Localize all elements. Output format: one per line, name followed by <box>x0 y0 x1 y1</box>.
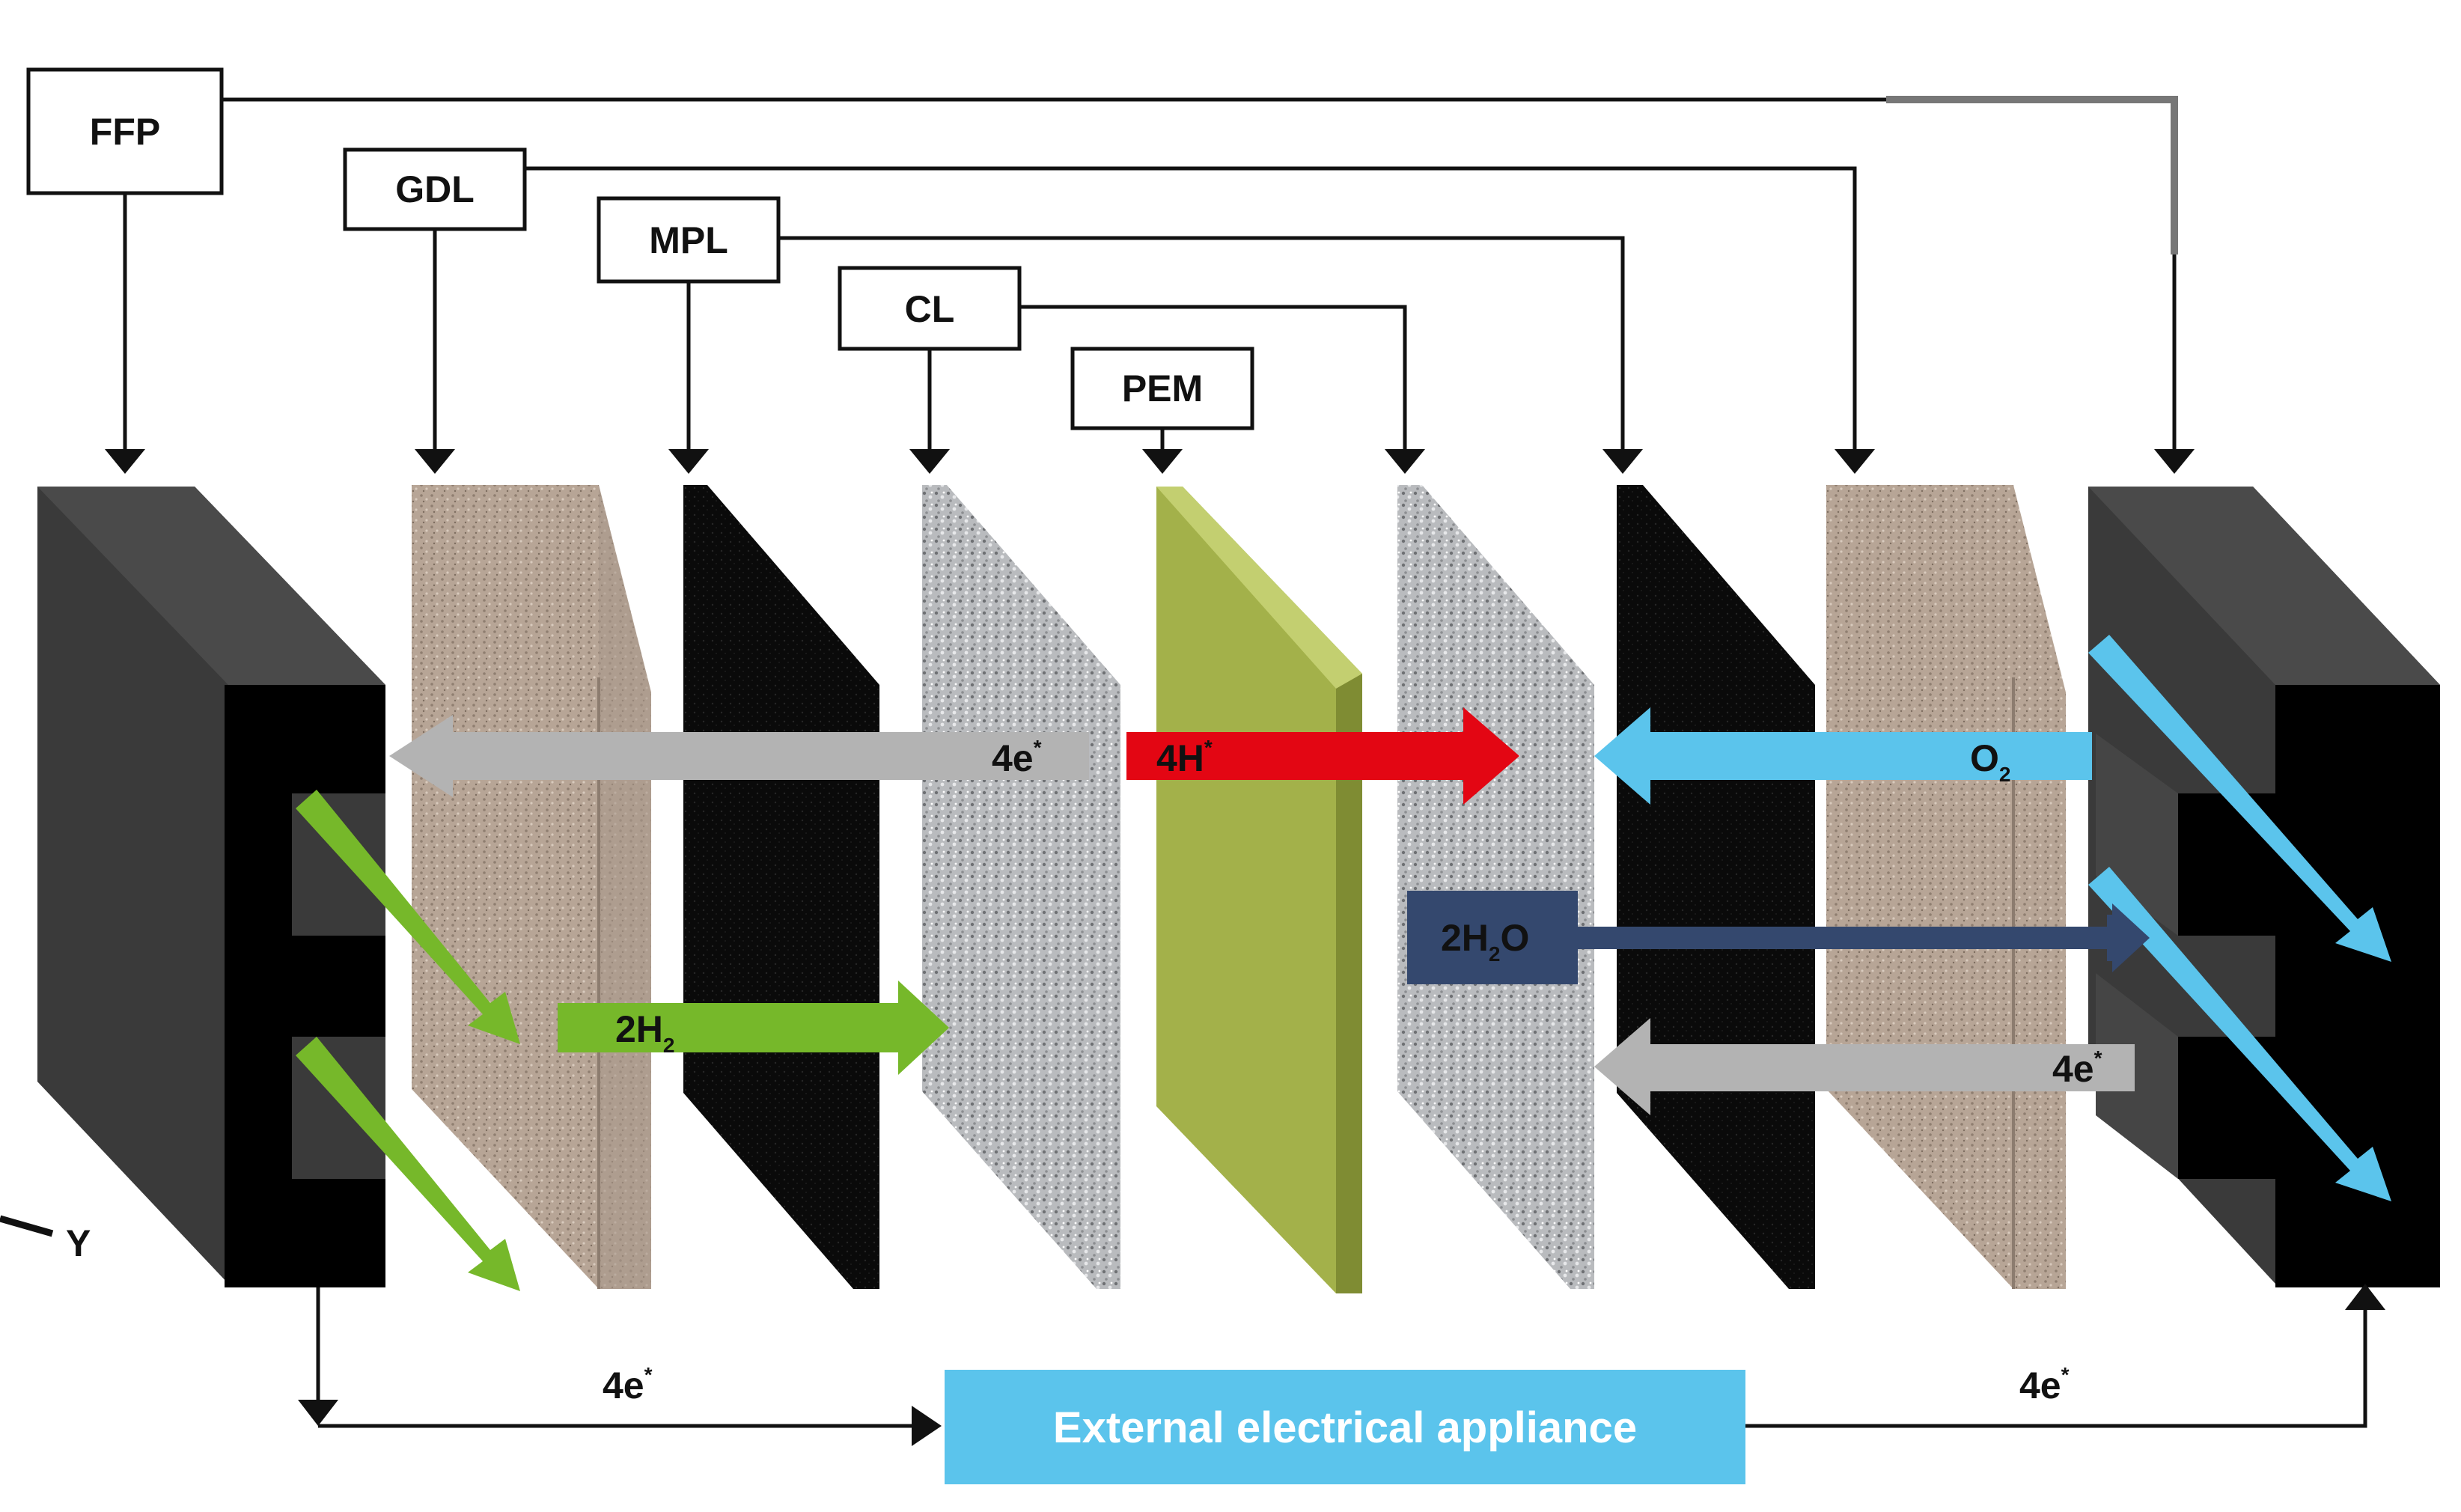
mpl-label: MPL <box>649 219 728 261</box>
anode-gas-diffusion-layer <box>412 485 651 1289</box>
water-label: 2H2O <box>1441 917 1529 966</box>
gdl-label-box: GDL <box>343 147 527 231</box>
electron-cathode-label: 4e* <box>2052 1046 2102 1090</box>
water-arrow: 2H2O <box>1407 891 2150 984</box>
anode-microporous-layer <box>683 485 879 1289</box>
ffp-label-box: FFP <box>26 67 224 195</box>
external-electron-right-label: 4e* <box>2019 1363 2070 1406</box>
cathode-microporous-layer <box>1617 485 1815 1289</box>
arrowhead-gdl-left <box>415 449 455 474</box>
cl-label-box: CL <box>838 266 1022 351</box>
external-arrowhead-out <box>2345 1284 2385 1310</box>
arrowhead-mpl-right <box>1602 449 1643 474</box>
axis-y-label: Y <box>66 1222 91 1264</box>
hydrogen-label: 2H2 <box>615 1008 675 1057</box>
arrowhead-mpl-left <box>668 449 709 474</box>
cl-label: CL <box>905 288 955 330</box>
oxygen-label: O2 <box>1970 737 2010 786</box>
cathode-flow-field-plate <box>2088 487 2440 1287</box>
oxygen-supply-arrows <box>2088 635 2391 1201</box>
arrowhead-gdl-right <box>1835 449 1875 474</box>
pem-label: PEM <box>1122 368 1203 409</box>
external-appliance-label: External electrical appliance <box>1053 1403 1637 1452</box>
cathode-catalyst-layer <box>1397 485 1594 1289</box>
connector-lines <box>123 96 2178 449</box>
arrowhead-ffp-left <box>105 449 145 474</box>
electron-anode-label: 4e* <box>992 736 1042 779</box>
ffp-label: FFP <box>90 111 160 153</box>
electron-arrow-anode: 4e* <box>389 715 1089 797</box>
anode-catalyst-layer <box>922 485 1120 1289</box>
external-arrowhead-in <box>912 1406 942 1446</box>
axis-indicator: Y <box>0 1215 91 1264</box>
pem-label-box: PEM <box>1070 347 1254 430</box>
arrowhead-cl-left <box>909 449 950 474</box>
proton-label: 4H* <box>1156 736 1213 779</box>
gdl-label: GDL <box>395 168 475 210</box>
oxygen-arrow: O2 <box>1594 707 2092 805</box>
hydrogen-arrow: 2H2 <box>558 981 949 1075</box>
external-electron-left-label: 4e* <box>603 1363 653 1406</box>
electron-arrow-cathode: 4e* <box>1594 1018 2135 1115</box>
hydrogen-supply-arrows <box>296 790 520 1291</box>
proton-arrow: 4H* <box>1126 707 1519 805</box>
arrowhead-ffp-right <box>2154 449 2195 474</box>
arrowhead-pem <box>1142 449 1183 474</box>
mpl-label-box: MPL <box>597 196 781 284</box>
external-circuit: 4e* 4e* <box>298 1284 2385 1446</box>
connector-arrowheads <box>105 449 2195 474</box>
proton-exchange-membrane <box>1156 487 1362 1293</box>
cathode-gas-diffusion-layer <box>1826 485 2066 1289</box>
arrowhead-cl-right <box>1385 449 1425 474</box>
external-appliance-box: External electrical appliance <box>945 1370 1745 1484</box>
anode-flow-field-plate <box>37 487 385 1287</box>
